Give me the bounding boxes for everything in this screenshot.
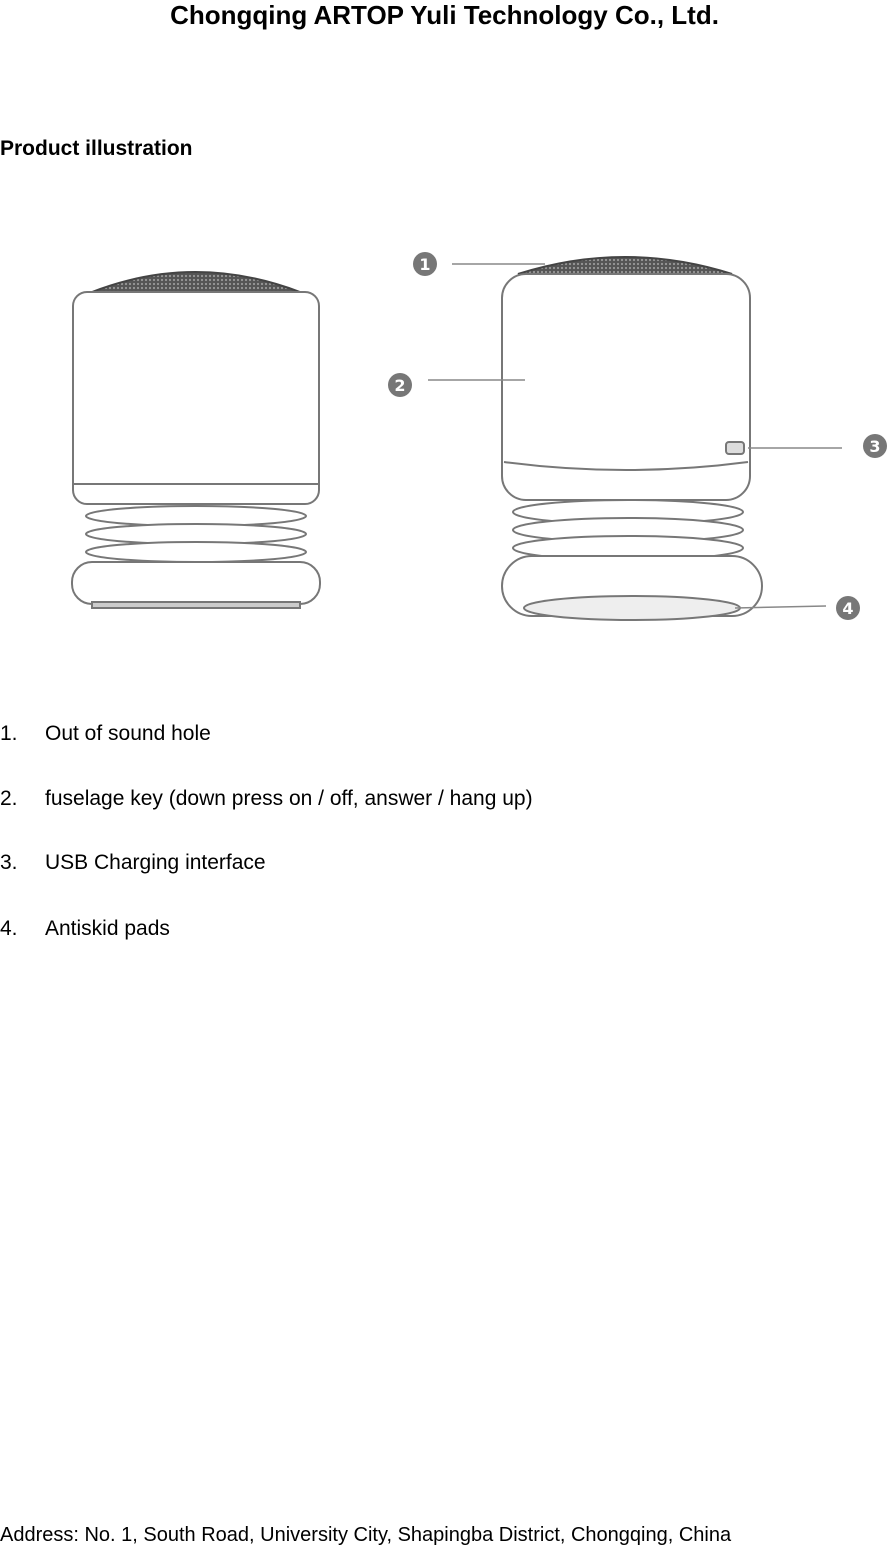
svg-text:2: 2 bbox=[394, 376, 405, 395]
list-item-text: fuselage key (down press on / off, answe… bbox=[45, 787, 533, 810]
product-illustration: 1 2 3 4 bbox=[71, 252, 887, 621]
list-item-number: 2. bbox=[0, 787, 18, 810]
section-title: Product illustration bbox=[0, 137, 193, 160]
callout-4: 4 bbox=[836, 596, 860, 620]
list-item-text: USB Charging interface bbox=[45, 851, 266, 874]
list-item-text: Antiskid pads bbox=[45, 917, 170, 940]
list-item-number: 4. bbox=[0, 917, 18, 940]
callout-lines bbox=[428, 263, 842, 609]
svg-text:4: 4 bbox=[842, 599, 853, 618]
company-title: Chongqing ARTOP Yuli Technology Co., Ltd… bbox=[170, 0, 719, 30]
list-item-number: 3. bbox=[0, 851, 18, 874]
list-item-text: Out of sound hole bbox=[45, 722, 211, 745]
svg-text:1: 1 bbox=[419, 255, 430, 274]
footer-address: Address: No. 1, South Road, University C… bbox=[0, 1524, 732, 1546]
svg-text:3: 3 bbox=[869, 437, 880, 456]
callout-3: 3 bbox=[863, 434, 887, 458]
callout-2: 2 bbox=[388, 373, 412, 397]
callout-1: 1 bbox=[413, 252, 437, 276]
list-item-number: 1. bbox=[0, 722, 18, 745]
speaker-right bbox=[501, 256, 763, 621]
speaker-left bbox=[71, 271, 321, 609]
